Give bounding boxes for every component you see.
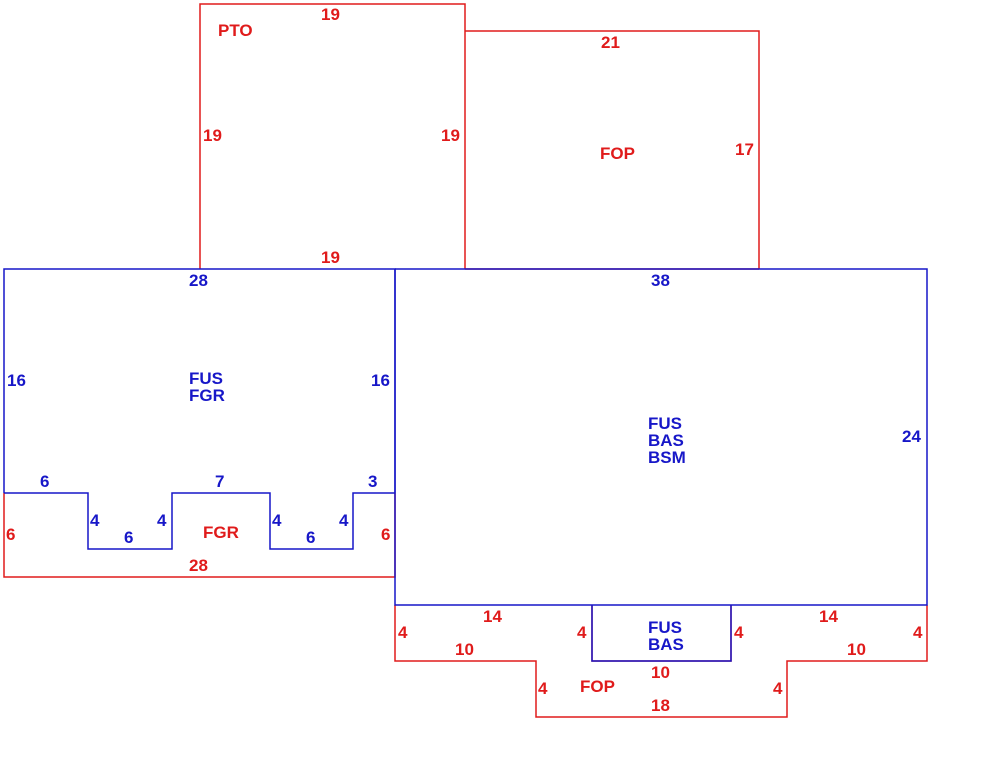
dim-label: 19 — [203, 126, 222, 145]
area-label-pto: PTO — [218, 21, 253, 40]
dim-label: 28 — [189, 556, 208, 575]
area-label-left-1: FUS — [189, 369, 223, 388]
dim-label: 38 — [651, 271, 670, 290]
dim-label: 4 — [773, 679, 783, 698]
area-label-bay-1: FUS — [648, 618, 682, 637]
dim-label: 6 — [381, 525, 390, 544]
dim-label: 6 — [124, 528, 133, 547]
dim-label: 14 — [483, 607, 502, 626]
dim-label: 4 — [90, 511, 100, 530]
area-label-main-2: BAS — [648, 431, 684, 450]
dim-label: 16 — [371, 371, 390, 390]
dim-label: 3 — [368, 472, 377, 491]
pto-outline — [199, 3, 466, 269]
dim-label: 7 — [215, 472, 224, 491]
dim-label: 19 — [321, 5, 340, 24]
dim-label: 21 — [601, 33, 620, 52]
area-label-garage: FGR — [203, 523, 239, 542]
area-label-fop-top: FOP — [600, 144, 635, 163]
porch-outline — [394, 605, 928, 718]
dim-label: 4 — [398, 623, 408, 642]
area-label-bay-2: BAS — [648, 635, 684, 654]
dim-label: 16 — [7, 371, 26, 390]
dim-label: 4 — [339, 511, 349, 530]
main-block-outline — [394, 268, 928, 606]
dim-label: 19 — [321, 248, 340, 267]
dim-label: 4 — [577, 623, 587, 642]
dim-label: 4 — [913, 623, 923, 642]
bay-outline — [591, 605, 732, 662]
dim-label: 6 — [306, 528, 315, 547]
dim-label: 28 — [189, 271, 208, 290]
area-label-main-1: FUS — [648, 414, 682, 433]
dim-label: 24 — [902, 427, 921, 446]
area-label-fop-bottom: FOP — [580, 677, 615, 696]
dim-label: 10 — [455, 640, 474, 659]
notch-outline — [4, 492, 395, 550]
dim-label: 4 — [734, 623, 744, 642]
area-label-main-3: BSM — [648, 448, 686, 467]
dim-label: 10 — [847, 640, 866, 659]
dim-label: 6 — [6, 525, 15, 544]
area-label-left-2: FGR — [189, 386, 225, 405]
dim-label: 6 — [40, 472, 49, 491]
dim-label: 10 — [651, 663, 670, 682]
dim-label: 4 — [272, 511, 282, 530]
dim-label: 19 — [441, 126, 460, 145]
fop-top-outline — [465, 30, 760, 269]
dim-label: 4 — [538, 679, 548, 698]
dim-label: 14 — [819, 607, 838, 626]
dim-label: 18 — [651, 696, 670, 715]
dim-label: 17 — [735, 140, 754, 159]
dim-label: 4 — [157, 511, 167, 530]
